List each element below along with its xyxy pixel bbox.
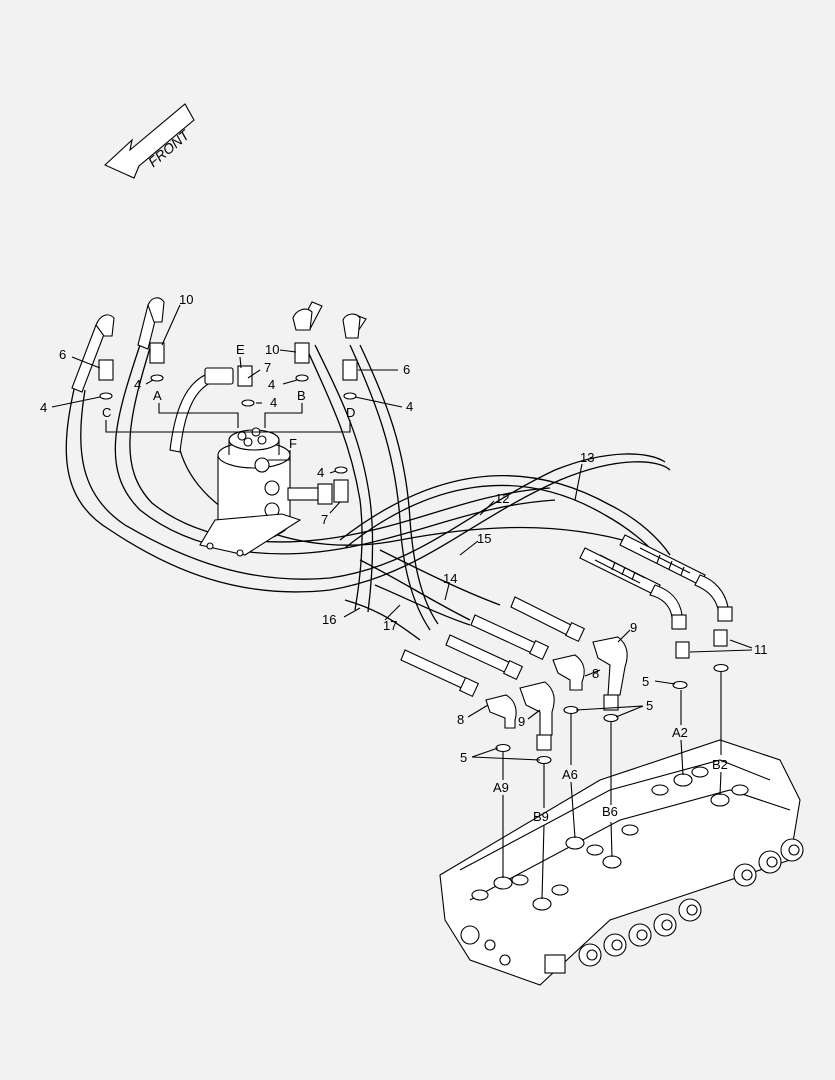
callout-5-middle: 5	[646, 698, 653, 713]
hose-tubes	[400, 534, 733, 698]
callout-4-b: 4	[268, 377, 275, 392]
callout-5-left: 5	[460, 750, 467, 765]
port-label-b2: B2	[712, 757, 728, 772]
callout-4-right: 4	[406, 399, 413, 414]
front-arrow: FRONT	[104, 103, 195, 179]
callout-12: 12	[495, 491, 509, 506]
port-label-a6: A6	[562, 767, 578, 782]
elbow-fittings	[485, 629, 728, 751]
callout-7-top: 7	[264, 360, 271, 375]
port-label-b6: B6	[602, 804, 618, 819]
port-label-d: D	[346, 405, 355, 420]
swivel-joint	[169, 365, 349, 557]
port-label-b9: B9	[533, 809, 549, 824]
callout-4-center: 4	[270, 395, 277, 410]
port-label-e: E	[236, 342, 245, 357]
callout-16: 16	[322, 612, 336, 627]
callout-15: 15	[477, 531, 491, 546]
leader-lines	[51, 304, 753, 900]
callout-labels: 10 6 4 4 A C E 7 10 4 4 B D 6 4 F 4 7 13…	[40, 292, 768, 824]
callout-4-swivel: 4	[317, 465, 324, 480]
callout-9-right: 9	[630, 620, 637, 635]
callout-8-right: 8	[592, 666, 599, 681]
callout-14: 14	[443, 571, 457, 586]
port-label-b: B	[297, 388, 306, 403]
callout-6-right: 6	[403, 362, 410, 377]
callout-8-left: 8	[457, 712, 464, 727]
upper-hose-ends	[71, 297, 367, 474]
port-label-a: A	[153, 388, 162, 403]
control-valve	[439, 739, 804, 986]
callout-11: 11	[754, 642, 768, 657]
callout-4-a: 4	[134, 377, 141, 392]
callout-9-left: 9	[518, 714, 525, 729]
callout-7-bottom: 7	[321, 512, 328, 527]
swivel-label-f: F	[289, 436, 297, 451]
callout-5-right: 5	[642, 674, 649, 689]
callout-6-left: 6	[59, 347, 66, 362]
callout-10-right: 10	[265, 342, 279, 357]
port-label-c: C	[102, 405, 111, 420]
port-label-a2: A2	[672, 725, 688, 740]
port-label-a9: A9	[493, 780, 509, 795]
callout-4-left: 4	[40, 400, 47, 415]
callout-10-left: 10	[179, 292, 193, 307]
callout-13: 13	[580, 450, 594, 465]
callout-17: 17	[383, 618, 397, 633]
